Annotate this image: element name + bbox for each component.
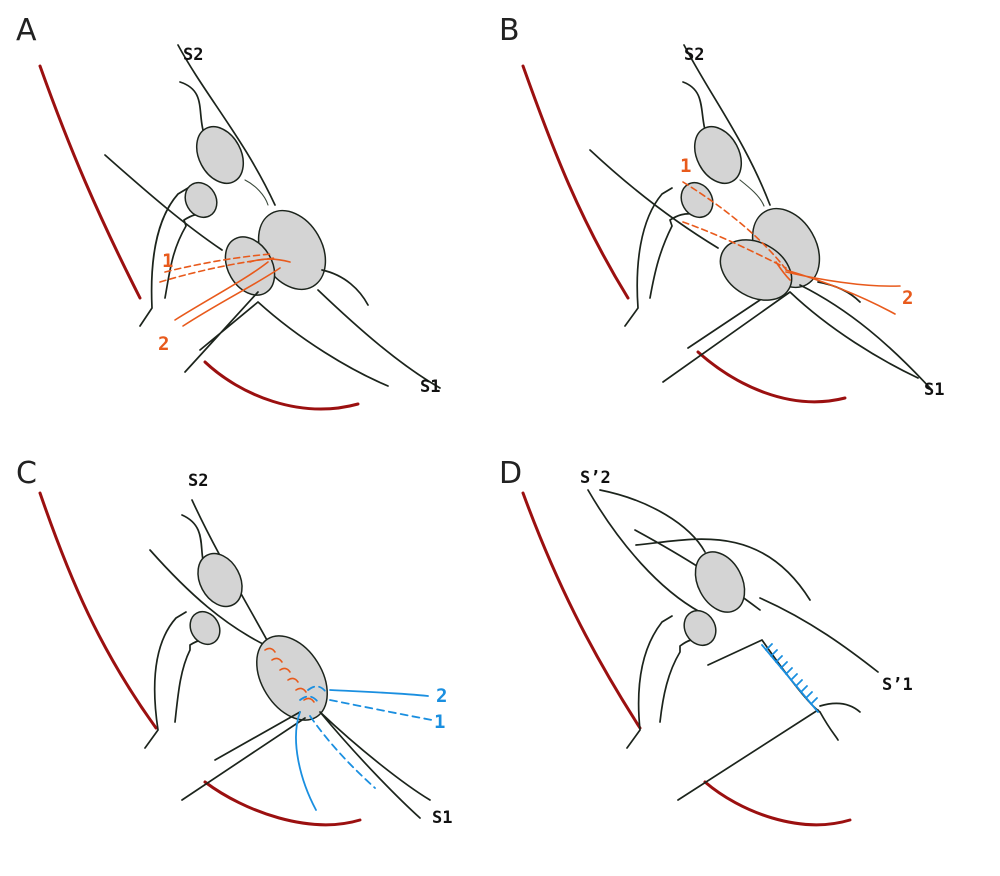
panel-d-disc-top	[694, 551, 746, 613]
panel-d-disc-small	[683, 609, 717, 647]
panel-c-wall	[38, 491, 362, 827]
panel-b-disc-small	[680, 181, 714, 219]
panel-b-upper-stem	[739, 179, 765, 207]
panel-d-letter: D	[499, 456, 522, 491]
panel-d-label-bottom: S’1	[882, 675, 913, 695]
panel-c-suture-2	[295, 689, 429, 811]
panel-c-lower-vessel	[181, 711, 431, 819]
panel-a-suture-1-label: 1	[162, 250, 173, 272]
panel-b-lower-vessel	[662, 281, 931, 389]
panel-d-label-top: S’2	[580, 468, 611, 488]
panel-b: B 1 2 S2 S1	[499, 13, 944, 404]
panel-a-suture-2-label: 2	[158, 333, 169, 355]
panel-d-upper-vessel	[587, 489, 811, 613]
panel-a-label-bottom: S1	[420, 377, 440, 397]
panel-a-lower-vessel	[184, 269, 441, 389]
panel-c-suture-1-label: 1	[434, 711, 445, 733]
panel-b-suture-2	[775, 261, 901, 315]
panel-a-letter: A	[16, 13, 37, 48]
panel-c-disc-top	[197, 552, 243, 608]
panel-a-upper-vessel	[104, 44, 276, 251]
panel-d-wall	[521, 491, 852, 827]
panel-c-label-top: S2	[188, 471, 208, 491]
panel-b-letter: B	[499, 13, 520, 48]
panel-c-label-bottom: S1	[432, 808, 452, 828]
panel-a-upper-stem	[244, 179, 269, 206]
panel-a-disc-small	[184, 181, 218, 219]
panel-b-disc-top	[693, 125, 743, 185]
panel-b-label-top: S2	[684, 45, 704, 65]
panel-a-label-top: S2	[183, 45, 203, 65]
panel-a-wall	[38, 64, 360, 411]
panel-d-closure-line	[761, 644, 819, 713]
panel-a-suture-2	[174, 258, 291, 327]
panel-b-upper-vessel	[589, 44, 771, 249]
panel-b-wall	[521, 64, 847, 404]
panel-b-label-bottom: S1	[924, 380, 944, 400]
panel-c-letter: C	[16, 456, 37, 491]
panel-a-disc-top	[195, 125, 245, 185]
panel-c-suture-1	[309, 699, 433, 789]
panel-b-stump	[624, 187, 695, 327]
panel-c-suture-loops	[299, 685, 327, 703]
panel-d-blue-stitches	[765, 643, 818, 705]
panel-b-suture-1-label: 1	[680, 155, 691, 177]
panel-c-suture-2-label: 2	[436, 685, 447, 707]
panel-a: A 1 2 S2 S1	[16, 13, 441, 411]
panel-c: C 2 1 S2 S1	[16, 456, 452, 828]
panel-b-suture-2-label: 2	[902, 287, 913, 309]
panel-c-orange-stitches	[264, 647, 315, 703]
panel-c-disc-small	[189, 610, 221, 646]
panel-d: D S’2 S’1	[499, 456, 913, 827]
